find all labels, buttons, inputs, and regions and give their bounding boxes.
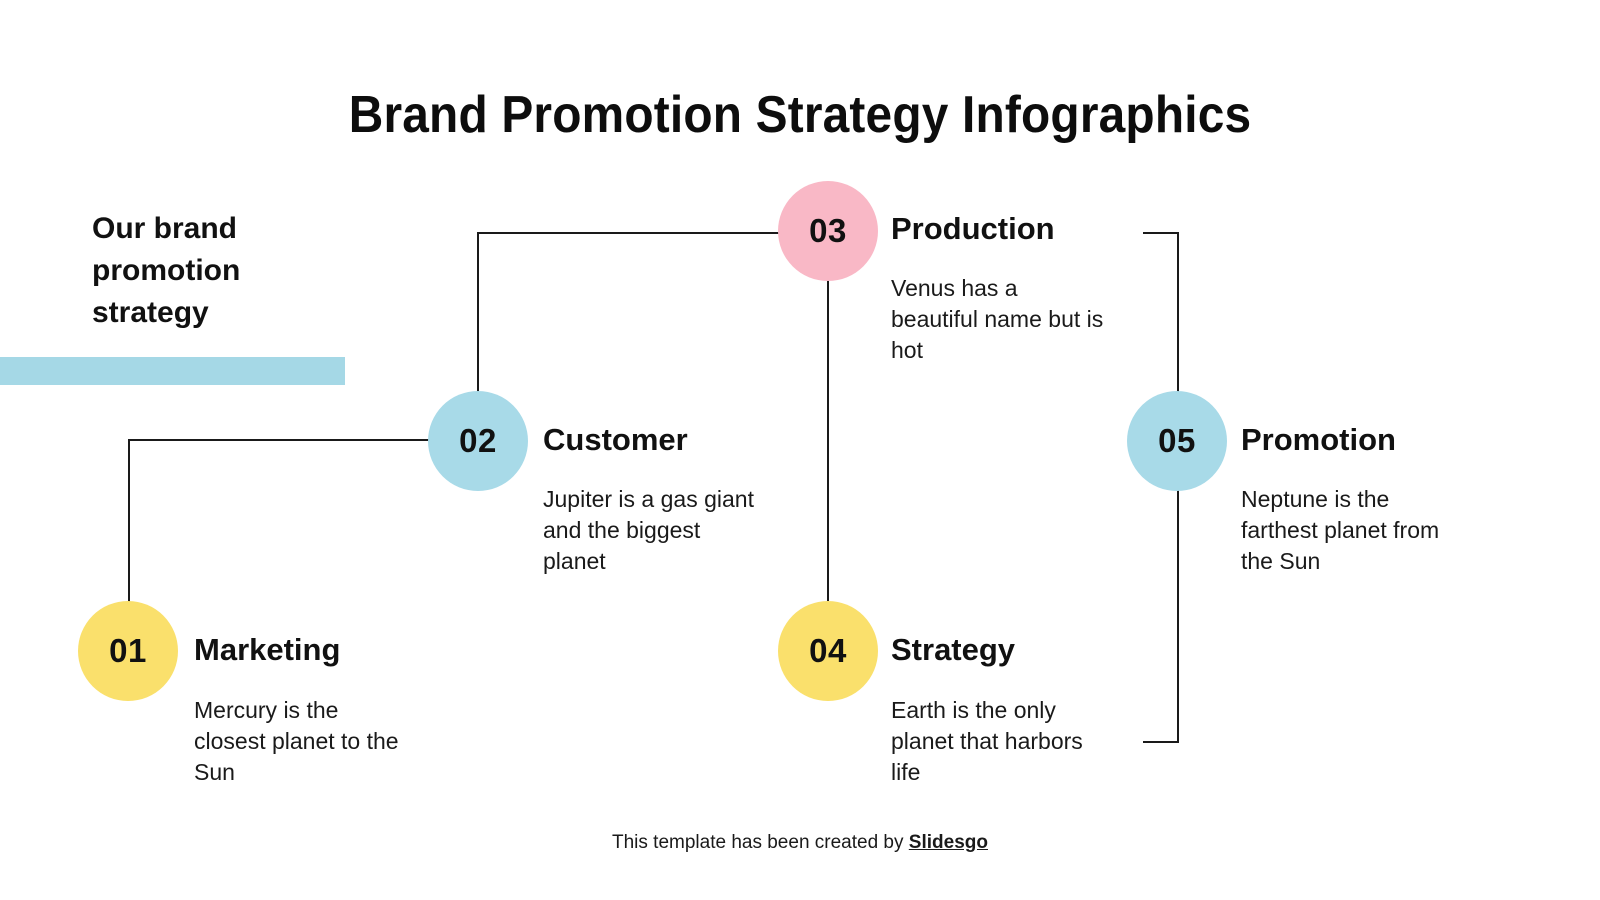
footer-prefix: This template has been created by [612, 832, 909, 853]
node-03-description: Venus has a beautiful name but is hot [891, 275, 1104, 363]
connector-02-to-01-horizontal [128, 439, 433, 441]
node-02-title: Customer [543, 422, 688, 457]
slidesgo-link[interactable]: Slidesgo [908, 832, 988, 853]
page-title: Brand Promotion Strategy Infographics [348, 86, 1252, 144]
node-01-number-circle[interactable]: 01 [78, 601, 178, 701]
connector-03-to-04-vertical [827, 277, 829, 601]
node-01-description: Mercury is the closest planet to the Sun [194, 697, 399, 785]
node-03-number-circle[interactable]: 03 [778, 181, 878, 281]
node-05-number-circle[interactable]: 05 [1127, 391, 1227, 491]
node-03-title: Production [891, 211, 1055, 246]
accent-bar [0, 357, 345, 385]
node-04-title: Strategy [891, 632, 1016, 667]
node-02-description: Jupiter is a gas giant and the biggest p… [543, 486, 754, 574]
node-02-number-circle[interactable]: 02 [428, 391, 528, 491]
node-04-description: Earth is the only planet that harbors li… [891, 697, 1083, 785]
connector-03-to-02-vertical [477, 232, 479, 402]
node-05-title: Promotion [1241, 422, 1396, 457]
intro-heading: Our brand promotion strategy [92, 212, 241, 329]
connector-05-bottom-stub [1143, 741, 1179, 743]
node-01-title: Marketing [194, 632, 341, 667]
connector-03-to-02-horizontal [477, 232, 790, 234]
node-04-number-circle[interactable]: 04 [778, 601, 878, 701]
node-05-description: Neptune is the farthest planet from the … [1241, 486, 1440, 574]
footer-credit: This template has been created by Slides… [0, 832, 1600, 854]
connector-02-to-01-vertical [128, 439, 130, 603]
connector-05-top-stub [1143, 232, 1179, 234]
